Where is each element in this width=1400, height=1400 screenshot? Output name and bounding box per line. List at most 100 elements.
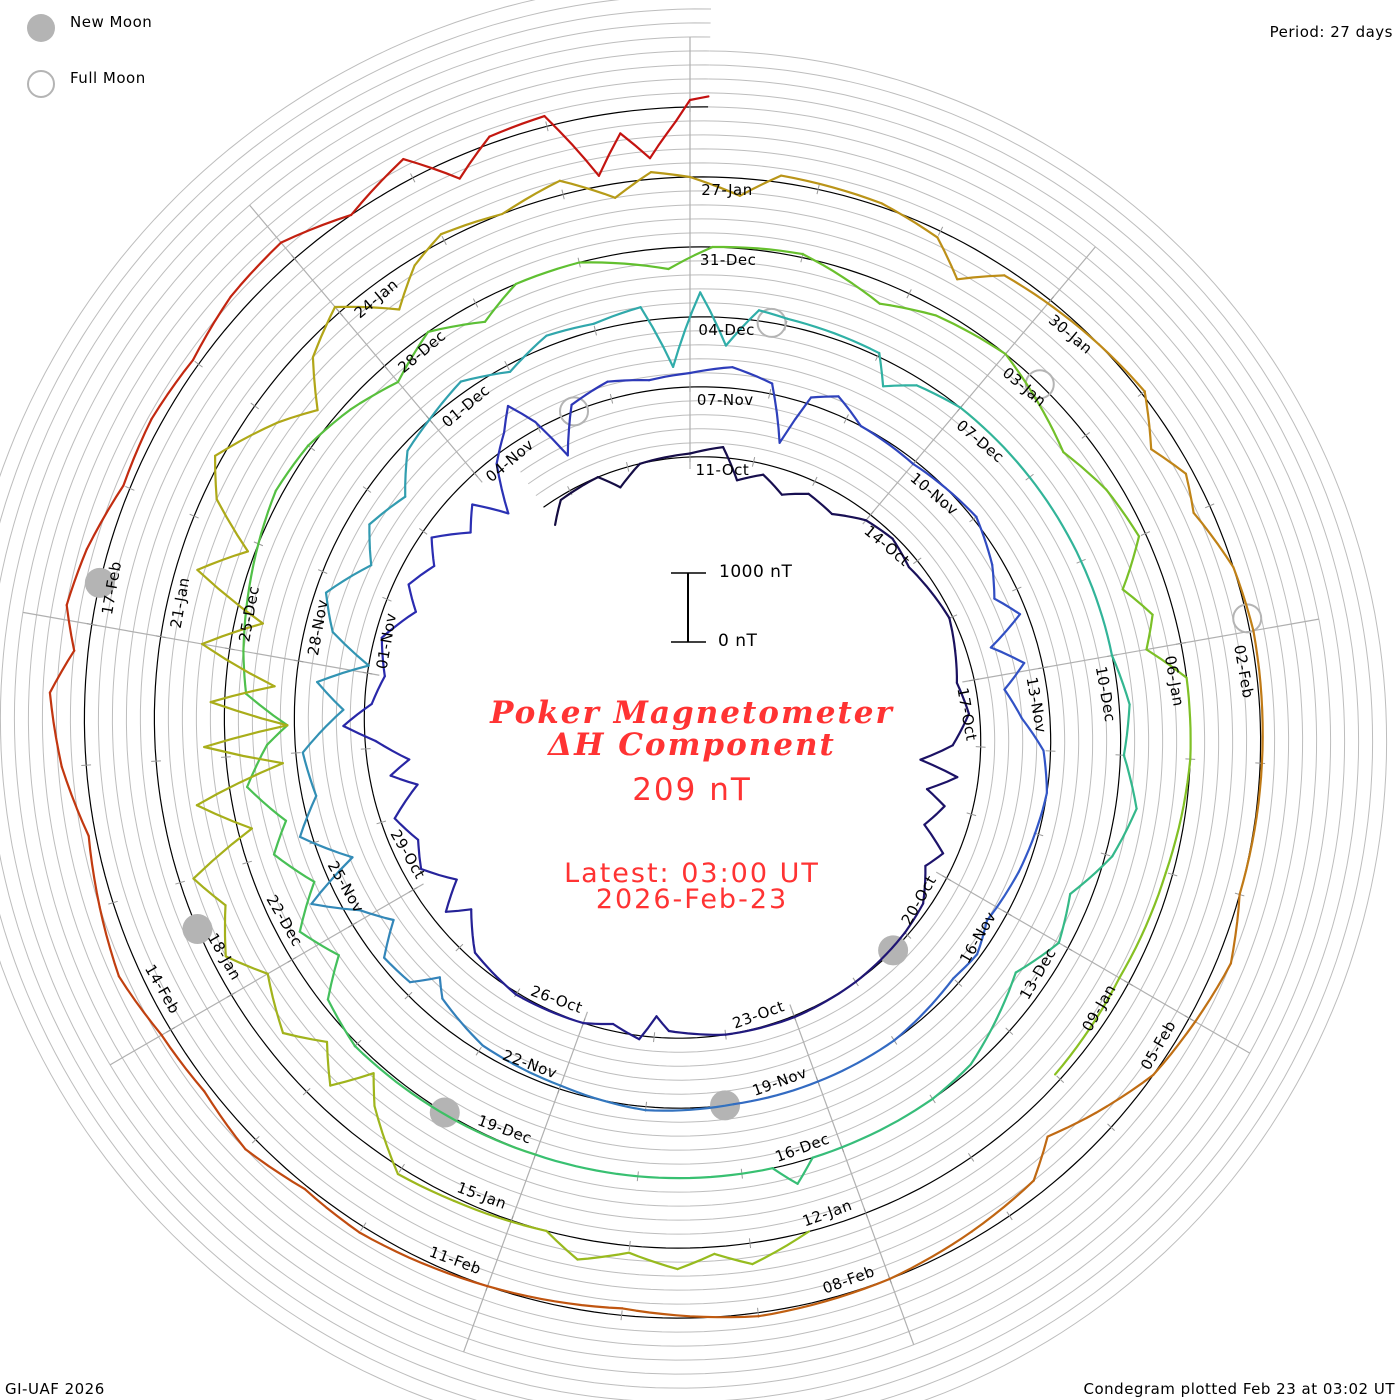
day-tick bbox=[1167, 872, 1178, 877]
trace-segment bbox=[122, 418, 153, 487]
new-moon-marker bbox=[429, 1097, 460, 1128]
trace-segment bbox=[307, 408, 352, 447]
trace-segment bbox=[488, 114, 546, 138]
day-tick bbox=[954, 979, 963, 987]
day-tick bbox=[336, 308, 344, 317]
trace-segment bbox=[324, 564, 373, 594]
full-moon-legend-label: Full Moon bbox=[70, 69, 146, 87]
day-tick bbox=[293, 659, 304, 663]
day-tick bbox=[404, 991, 413, 1000]
trace-segment bbox=[688, 95, 710, 102]
trace-segment bbox=[246, 743, 269, 789]
day-tick bbox=[1107, 1123, 1116, 1132]
day-tick bbox=[125, 485, 135, 491]
trace-segment bbox=[793, 980, 857, 1019]
trace-segment bbox=[396, 330, 430, 384]
trace-segment bbox=[1121, 535, 1141, 591]
trace-segment bbox=[452, 1199, 548, 1233]
trace-segment bbox=[311, 356, 319, 412]
trace-segment bbox=[647, 371, 692, 382]
date-label: 28-Dec bbox=[395, 327, 450, 377]
trace-segment bbox=[801, 253, 881, 305]
trace-segment bbox=[925, 787, 946, 808]
trace-segment bbox=[762, 473, 784, 496]
trace-segment bbox=[406, 418, 431, 452]
trace-segment bbox=[878, 302, 937, 317]
trace-segment bbox=[223, 904, 227, 958]
trace-segment bbox=[936, 236, 959, 281]
day-tick bbox=[545, 121, 549, 132]
trace-segment bbox=[771, 1167, 799, 1185]
trace-segment bbox=[543, 114, 601, 177]
trace-segment bbox=[915, 384, 962, 409]
trace-segment bbox=[215, 498, 249, 553]
grid-spoke bbox=[463, 1011, 588, 1353]
trace-segment bbox=[921, 864, 927, 905]
day-tick bbox=[1012, 586, 1022, 592]
trace-segment bbox=[396, 1172, 455, 1202]
trace-segment bbox=[757, 309, 789, 320]
trace-segment bbox=[811, 1097, 934, 1159]
new-moon-marker bbox=[84, 567, 115, 598]
trace-segment bbox=[209, 685, 276, 704]
trace-segment bbox=[203, 724, 289, 749]
trace-segment bbox=[699, 291, 728, 347]
trace-segment bbox=[711, 245, 804, 256]
trace-segment bbox=[951, 712, 971, 747]
day-tick bbox=[408, 886, 418, 893]
date-label: 12-Jan bbox=[800, 1196, 855, 1231]
day-tick bbox=[81, 764, 92, 766]
day-tick bbox=[348, 921, 358, 928]
day-tick bbox=[751, 456, 756, 467]
trace-segment bbox=[383, 918, 395, 959]
day-tick bbox=[866, 510, 875, 519]
trace-segment bbox=[1053, 976, 1121, 1076]
day-tick bbox=[906, 289, 912, 299]
trace-segment bbox=[864, 519, 894, 540]
trace-segment bbox=[342, 702, 373, 728]
trace-segment bbox=[627, 1251, 679, 1271]
day-tick bbox=[1204, 503, 1215, 509]
trace-segment bbox=[559, 476, 600, 502]
trace-segment bbox=[809, 395, 840, 399]
day-tick bbox=[472, 298, 479, 308]
day-tick bbox=[242, 860, 252, 865]
grid-spiral bbox=[55, 78, 1290, 1347]
trace-segment bbox=[912, 462, 978, 519]
trace-segment bbox=[389, 758, 411, 777]
trace-segment bbox=[993, 597, 1022, 616]
day-tick bbox=[151, 760, 161, 762]
grid-spiral bbox=[27, 50, 1318, 1375]
trace-segment bbox=[483, 282, 517, 323]
trace-segment bbox=[724, 309, 761, 347]
trace-segment bbox=[242, 542, 260, 653]
trace-segment bbox=[85, 484, 125, 551]
trace-segment bbox=[975, 515, 994, 566]
trace-segment bbox=[1238, 629, 1264, 896]
day-tick bbox=[561, 189, 565, 200]
trace-segment bbox=[214, 454, 218, 501]
trace-segment bbox=[1046, 1111, 1097, 1138]
trace-segment bbox=[311, 305, 337, 359]
trace-segment bbox=[770, 382, 781, 444]
trace-segment bbox=[1145, 648, 1188, 679]
trace-segment bbox=[503, 404, 510, 434]
trace-segment bbox=[721, 446, 739, 482]
trace-segment bbox=[245, 692, 289, 727]
trace-segment bbox=[923, 805, 946, 826]
day-tick bbox=[250, 402, 259, 410]
trace-segment bbox=[582, 1021, 615, 1026]
day-tick bbox=[194, 360, 203, 368]
trace-segment bbox=[713, 1252, 754, 1266]
latest-date: 2026-Feb-23 bbox=[595, 884, 789, 915]
trace-segment bbox=[203, 745, 284, 765]
trace-segment bbox=[506, 404, 537, 423]
trace-segment bbox=[316, 664, 370, 684]
day-tick bbox=[504, 360, 510, 371]
trace-segment bbox=[1122, 703, 1131, 757]
trace-segment bbox=[310, 856, 354, 906]
trace-segment bbox=[570, 380, 609, 406]
trace-segment bbox=[192, 827, 253, 880]
trace-segment bbox=[534, 420, 569, 457]
